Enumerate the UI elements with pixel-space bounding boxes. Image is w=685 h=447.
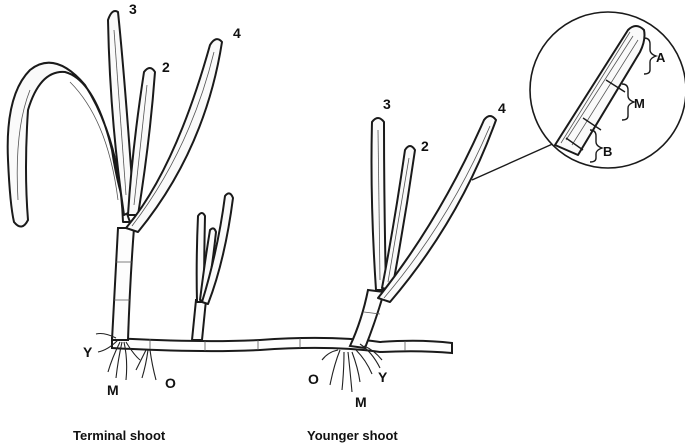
terminal-leaf-3-label: 3 bbox=[129, 1, 137, 17]
younger-shoot-caption: Younger shoot bbox=[307, 428, 398, 443]
inset-m-label: M bbox=[634, 96, 645, 111]
small-shoot bbox=[192, 193, 233, 340]
terminal-shoot bbox=[8, 11, 222, 380]
terminal-y-label: Y bbox=[83, 344, 93, 360]
terminal-m-label: M bbox=[107, 382, 119, 398]
younger-leaf-3-label: 3 bbox=[383, 96, 391, 112]
terminal-shoot-caption: Terminal shoot bbox=[73, 428, 166, 443]
inset-b-label: B bbox=[603, 144, 612, 159]
terminal-o-label: O bbox=[165, 375, 176, 391]
younger-leaf-4-label: 4 bbox=[498, 100, 506, 116]
rhizome bbox=[112, 338, 452, 353]
younger-y-label: Y bbox=[378, 369, 388, 385]
inset-a-label: A bbox=[656, 50, 666, 65]
younger-m-label: M bbox=[355, 394, 367, 410]
terminal-leaf-4-label: 4 bbox=[233, 25, 241, 41]
terminal-leaf-2-label: 2 bbox=[162, 59, 170, 75]
younger-o-label: O bbox=[308, 371, 319, 387]
younger-leaf-2-label: 2 bbox=[421, 138, 429, 154]
younger-roots bbox=[322, 344, 382, 392]
